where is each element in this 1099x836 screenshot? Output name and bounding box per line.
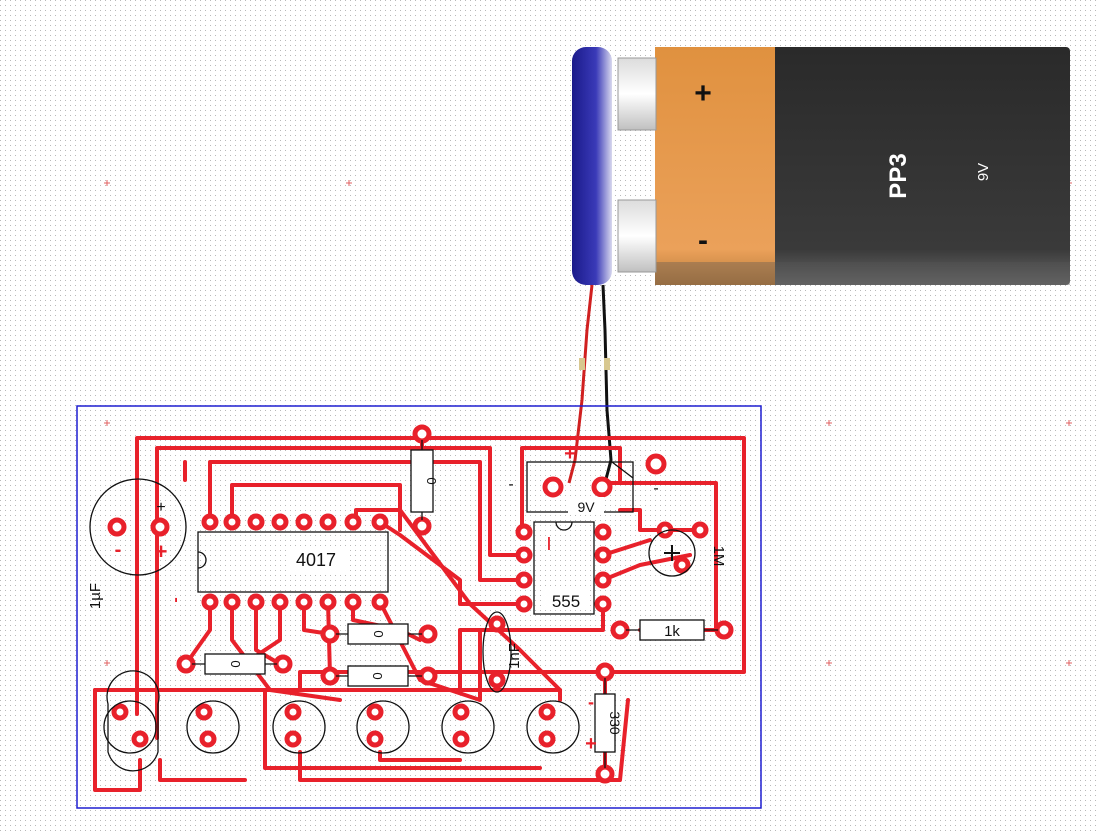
- electrolytic-capacitor-outline: [89, 478, 187, 576]
- ic-4017-pin1-marker: -: [167, 597, 184, 602]
- ic-4017-label: 4017: [296, 550, 336, 570]
- led-minus-mark: -: [588, 692, 594, 712]
- battery-terminal-positive: [617, 57, 657, 131]
- battery-model-label: PP3: [885, 153, 912, 198]
- ic-555-pin1-marker: |: [547, 534, 551, 550]
- led-2: [186, 700, 240, 754]
- ic-555-body: [533, 521, 595, 615]
- resistor-1k-label: 1k: [664, 623, 680, 640]
- cap-minus-mark: -: [115, 539, 122, 561]
- led-array: [103, 700, 580, 754]
- diode-mark-2: 0: [371, 630, 386, 637]
- battery-minus-label: -: [698, 224, 708, 257]
- ic-4017-body: [197, 531, 389, 593]
- connector-plus-mark: +: [564, 443, 576, 465]
- trimmer-1m-label: 1M: [710, 546, 727, 567]
- copper-traces: [93, 432, 746, 792]
- diode-mark-1: 0: [424, 477, 439, 484]
- led-5: [441, 700, 495, 754]
- battery-plus-label: +: [694, 77, 712, 110]
- led-4: [356, 700, 410, 754]
- diode-mark-4: 0: [228, 660, 243, 667]
- cap-plus-mark: +: [156, 499, 165, 516]
- power-minus-mark: -: [653, 480, 658, 497]
- ceramic-capacitor-outline: [482, 611, 512, 693]
- battery-terminal-negative: [617, 199, 657, 273]
- component-labels: 4017 555 9V 1µF 1nF 1M 1k 330 0 0 0 0 + …: [87, 443, 727, 755]
- solder-pads: [107, 424, 734, 784]
- led-plus-mark: +: [585, 733, 597, 755]
- diode-mark-3: 0: [370, 672, 385, 679]
- led-6: [526, 700, 580, 754]
- resistor-330-label: 330: [607, 711, 623, 735]
- cap-plus-outer-mark: +: [155, 539, 168, 564]
- trimmer-1m-outline: [648, 529, 696, 577]
- battery-voltage-label: 9V: [975, 163, 992, 181]
- connector-label: 9V: [577, 499, 595, 515]
- battery-snap-connector: [572, 47, 612, 285]
- capacitor-1nf-label: 1nF: [506, 643, 523, 669]
- connector-minus-mark: -: [508, 476, 513, 493]
- ic-555-label: 555: [552, 592, 580, 611]
- pp3-battery[interactable]: + - PP3 9V: [572, 47, 1070, 285]
- battery-wires: [567, 284, 613, 484]
- board-outline: [76, 405, 762, 809]
- silkscreen: [89, 440, 718, 772]
- battery-orange-band: [655, 47, 775, 285]
- led-3: [272, 700, 326, 754]
- capacitor-1uf-label: 1µF: [87, 583, 104, 609]
- led-1: [103, 700, 157, 754]
